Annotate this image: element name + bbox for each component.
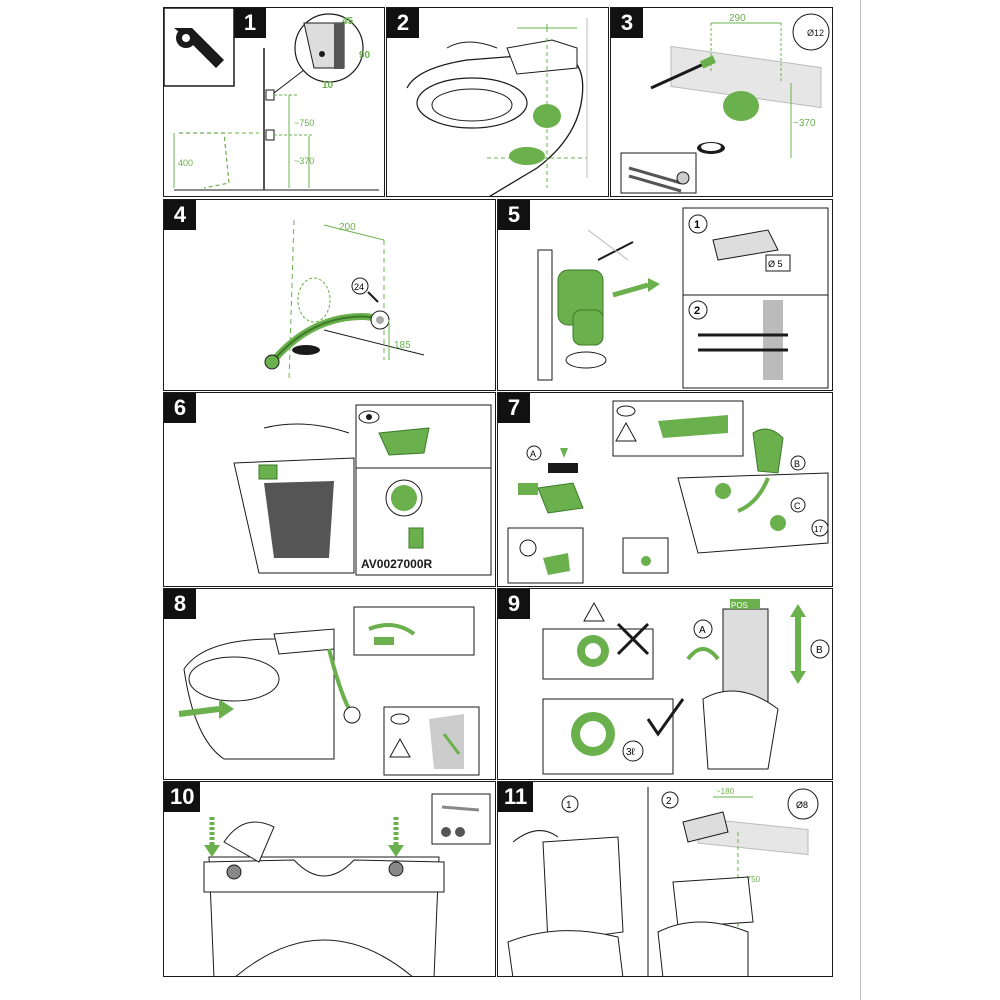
step-6-panel: AV0027000R 6 <box>163 392 496 587</box>
substep-1-label: 1 <box>566 800 572 811</box>
drill-bit-icon <box>792 13 830 51</box>
substep-2-label: 2 <box>694 305 700 317</box>
dim-width-label: 45 <box>342 16 354 27</box>
check-mark-icon <box>646 698 685 737</box>
drill-icon <box>712 229 779 261</box>
drill-icon <box>682 811 729 843</box>
step-number: 3 <box>611 8 643 38</box>
drill-size-label: Ø 5 <box>768 259 783 269</box>
volume-label: 3ℓ <box>626 747 636 758</box>
dim-height-label: ~750 <box>742 875 761 884</box>
substep-1-label: 1 <box>694 219 700 231</box>
step-number: 5 <box>498 200 530 230</box>
step-11-panel: 1 2 ~180 Ø8 ~750 11 <box>497 781 833 977</box>
drill-bit-icon <box>787 788 819 820</box>
step-5-illustration: 1 Ø 5 2 <box>537 207 829 389</box>
step-number: 8 <box>164 589 196 619</box>
warning-icon <box>615 421 637 442</box>
dim-width-label: ~180 <box>716 787 735 796</box>
step-10-panel: 10 <box>163 781 496 977</box>
wrench-size-label: 24 <box>354 282 364 292</box>
step-1-illustration: 45 90 10 ~750 400 ~370 <box>164 8 379 191</box>
drill-size-label: Ø12 <box>807 28 824 38</box>
step-number: 11 <box>498 782 534 812</box>
step-10-illustration <box>203 793 491 976</box>
drill-size-label: Ø8 <box>796 800 808 810</box>
dim-offset-label: 10 <box>322 80 334 91</box>
pos-label: POS <box>731 601 748 610</box>
dim-height-label: 185 <box>394 340 411 351</box>
step-2-illustration <box>406 18 588 196</box>
step-number: 9 <box>498 589 530 619</box>
dim-upper-height-label: ~750 <box>294 118 314 128</box>
step-8-illustration <box>178 606 480 776</box>
marker-c-label: C <box>794 501 801 511</box>
step-7-panel: A B C 17 7 <box>497 392 833 587</box>
page-margin-rule <box>860 0 861 1000</box>
step-11-illustration: 1 2 ~180 Ø8 ~750 <box>507 787 819 976</box>
step-4-illustration: 24 200 185 <box>264 219 425 381</box>
part-number-label: AV0027000R <box>361 557 432 571</box>
step-number: 10 <box>164 782 201 812</box>
step-9-illustration: 3ℓ POS A B <box>542 599 830 775</box>
warning-icon <box>583 601 605 622</box>
marker-a-label: A <box>530 449 536 459</box>
substep-2-label: 2 <box>666 796 672 807</box>
eye-icon <box>616 405 636 417</box>
step-1-panel: 45 90 10 ~750 400 ~370 1 <box>163 7 385 197</box>
step-6-illustration: AV0027000R <box>233 404 492 576</box>
dim-height-label: 90 <box>359 50 371 61</box>
step-number: 2 <box>387 8 419 38</box>
step-8-panel: 8 <box>163 588 496 780</box>
step-number: 7 <box>498 393 530 423</box>
dim-height-label: ~370 <box>793 118 816 129</box>
step-9-panel: 3ℓ POS A B 9 <box>497 588 833 780</box>
step-number: 1 <box>234 8 266 38</box>
marker-a-label: A <box>699 625 706 636</box>
step-7-illustration: A B C 17 <box>507 400 829 584</box>
step-number: 6 <box>164 393 196 423</box>
wrench-size-label: 17 <box>814 525 823 534</box>
step-3-illustration: 290 ~370 Ø12 <box>620 13 830 194</box>
marker-b-label: B <box>794 459 800 469</box>
step-5-panel: 1 Ø 5 2 5 <box>497 199 833 391</box>
dim-width-label: 290 <box>729 13 746 24</box>
step-3-panel: 290 ~370 Ø12 3 <box>610 7 833 197</box>
step-number: 4 <box>164 200 196 230</box>
dim-width-label: 200 <box>339 222 356 233</box>
marker-b-label: B <box>816 645 823 656</box>
step-4-panel: 24 200 185 4 <box>163 199 496 391</box>
dim-lower-height-label: ~370 <box>294 156 314 166</box>
warning-icon <box>389 737 411 758</box>
step-2-panel: 2 <box>386 7 609 197</box>
dim-floor-height-label: 400 <box>178 158 193 168</box>
eye-icon <box>390 713 410 725</box>
